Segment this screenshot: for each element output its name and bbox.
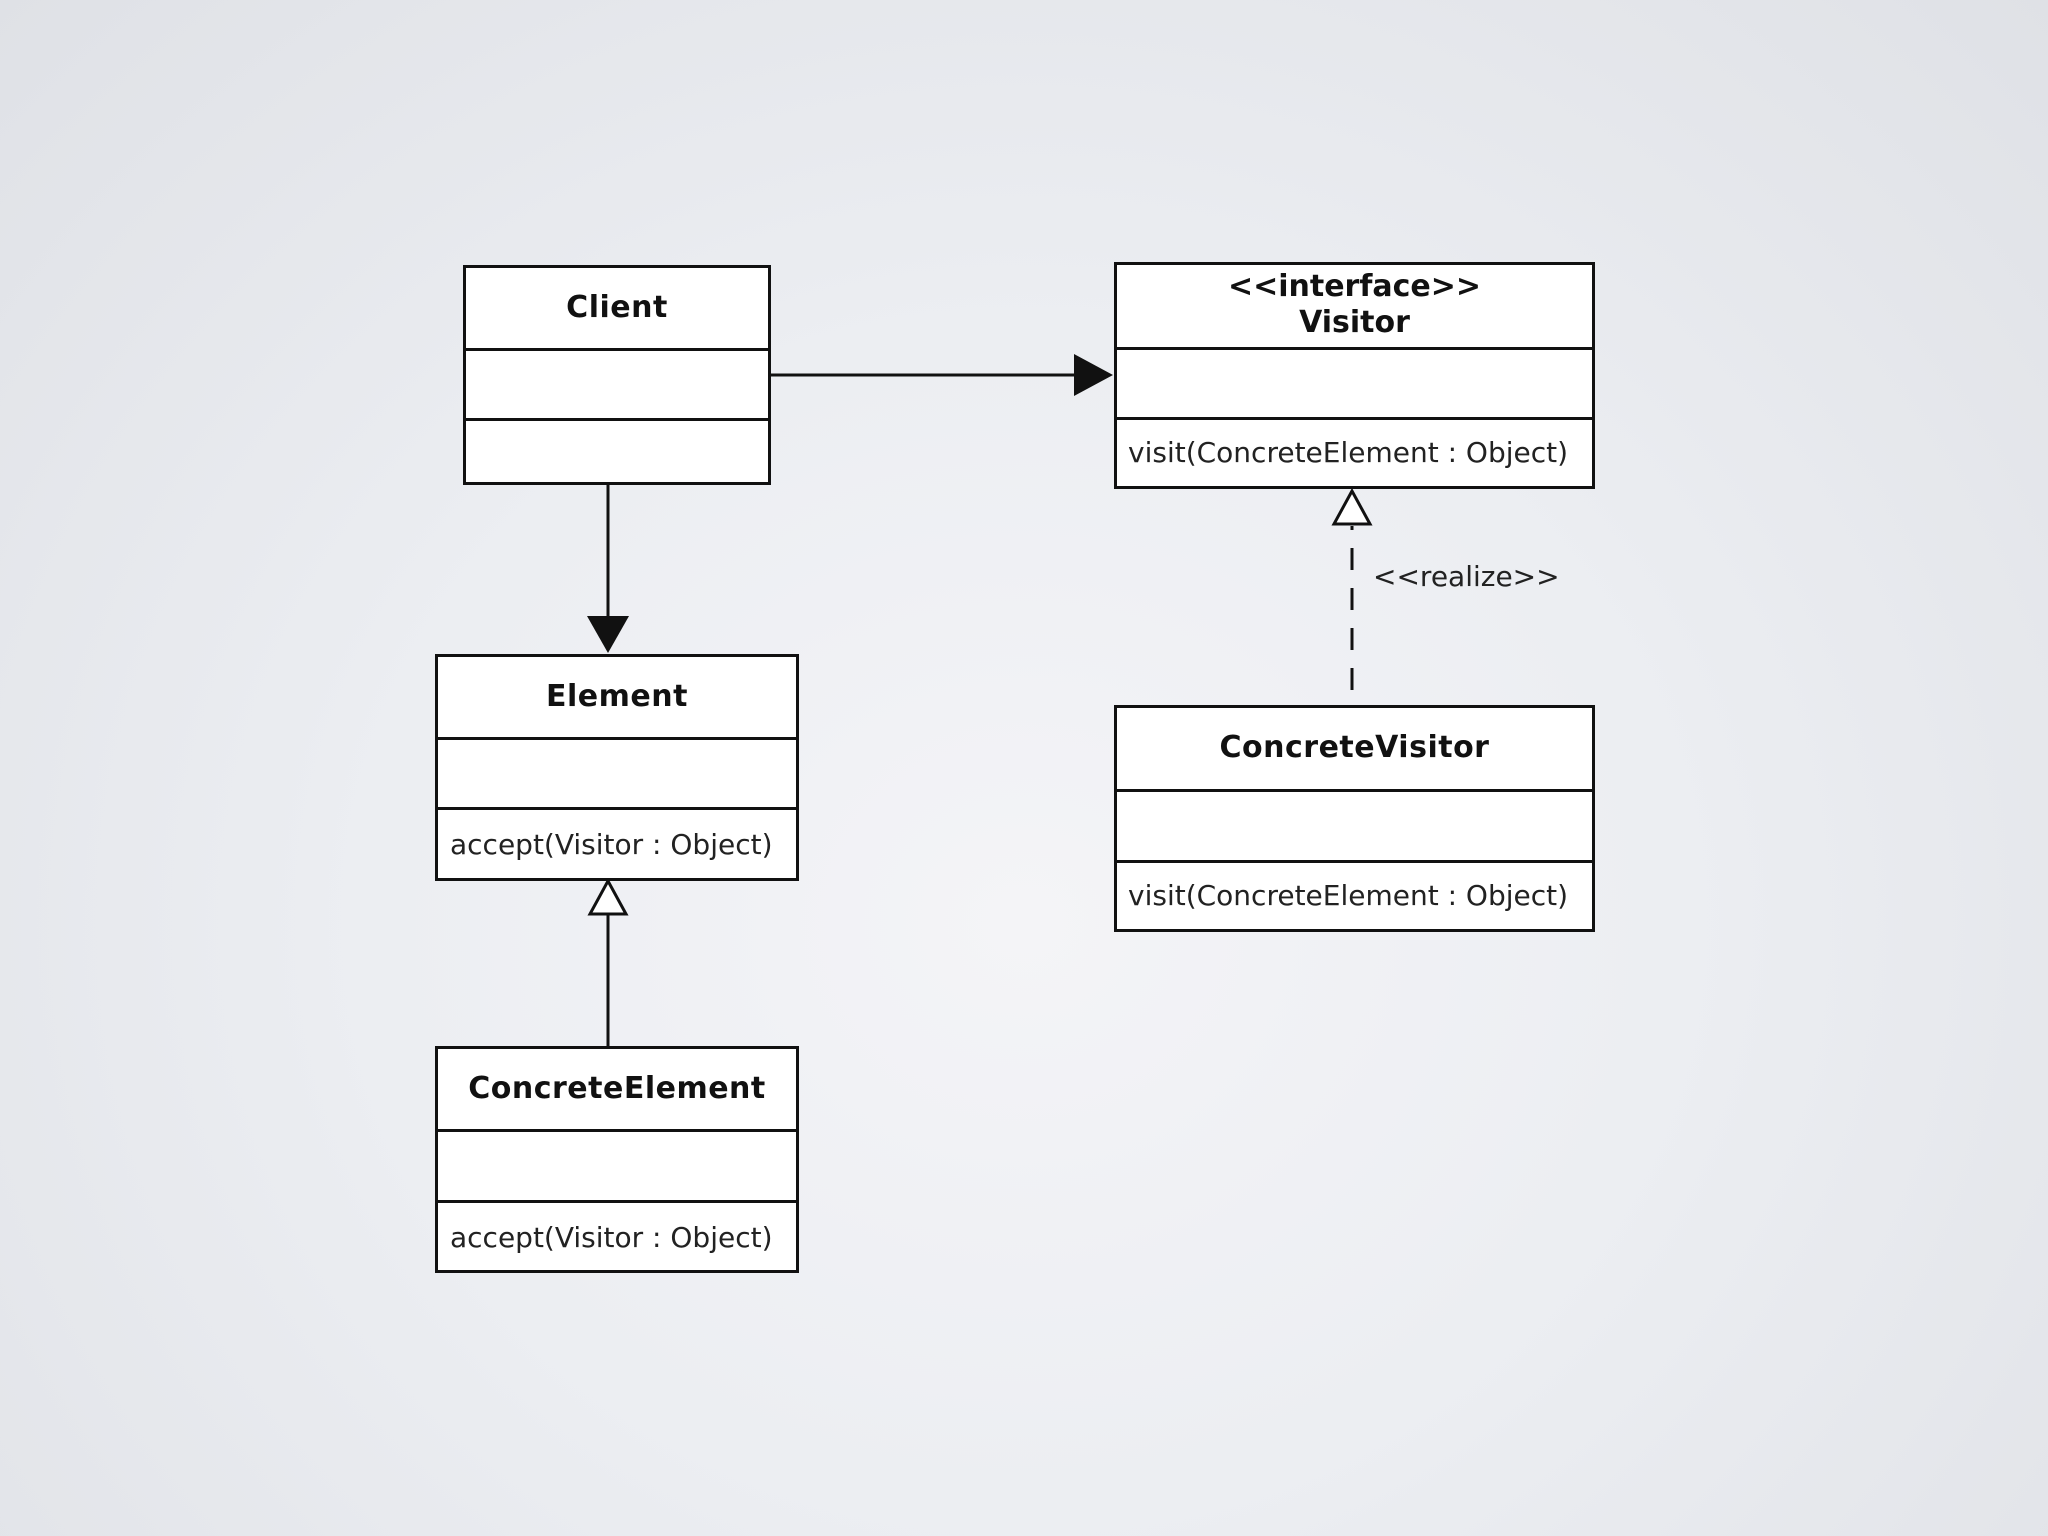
client-element-arrowhead [587, 616, 629, 653]
element-class-name: Element [546, 679, 688, 714]
element-accept-operation: accept(Visitor : Object) [450, 828, 773, 861]
visitor-visit-operation: visit(ConcreteElement : Object) [1128, 436, 1569, 469]
visitor-interface-class[interactable]: <<interface>> Visitor visit(ConcreteElem… [1114, 262, 1595, 489]
concrete-element-attributes-compartment [438, 1129, 796, 1200]
element-name-compartment: Element [438, 657, 796, 737]
visitor-name-compartment: <<interface>> Visitor [1117, 265, 1592, 347]
concrete-visitor-visit-operation: visit(ConcreteElement : Object) [1128, 879, 1569, 912]
client-class[interactable]: Client [463, 265, 771, 485]
concrete-visitor-attributes-compartment [1117, 789, 1592, 860]
client-name-compartment: Client [466, 268, 768, 348]
client-visitor-arrowhead [1074, 354, 1113, 396]
concrete-visitor-class[interactable]: ConcreteVisitor visit(ConcreteElement : … [1114, 705, 1595, 932]
visitor-attributes-compartment [1117, 347, 1592, 417]
realization-triangle-icon [1331, 487, 1373, 526]
concrete-visitor-name-compartment: ConcreteVisitor [1117, 708, 1592, 789]
concrete-element-class-name: ConcreteElement [468, 1071, 766, 1106]
concrete-visitor-class-name: ConcreteVisitor [1219, 730, 1490, 765]
element-attributes-compartment [438, 737, 796, 807]
visitor-class-name: Visitor [1299, 305, 1410, 340]
client-attributes-compartment [466, 348, 768, 418]
element-class[interactable]: Element accept(Visitor : Object) [435, 654, 799, 881]
client-class-name: Client [566, 290, 668, 325]
generalization-triangle-icon [587, 877, 629, 916]
client-operations-compartment [466, 418, 768, 482]
realize-relation-label: <<realize>> [1373, 560, 1560, 593]
concrete-element-name-compartment: ConcreteElement [438, 1049, 796, 1129]
concrete-visitor-operations-compartment: visit(ConcreteElement : Object) [1117, 860, 1592, 929]
concrete-element-accept-operation: accept(Visitor : Object) [450, 1221, 773, 1254]
visitor-stereotype: <<interface>> [1227, 269, 1482, 304]
visitor-operations-compartment: visit(ConcreteElement : Object) [1117, 417, 1592, 486]
concrete-element-operations-compartment: accept(Visitor : Object) [438, 1200, 796, 1270]
concrete-element-class[interactable]: ConcreteElement accept(Visitor : Object) [435, 1046, 799, 1273]
element-operations-compartment: accept(Visitor : Object) [438, 807, 796, 878]
